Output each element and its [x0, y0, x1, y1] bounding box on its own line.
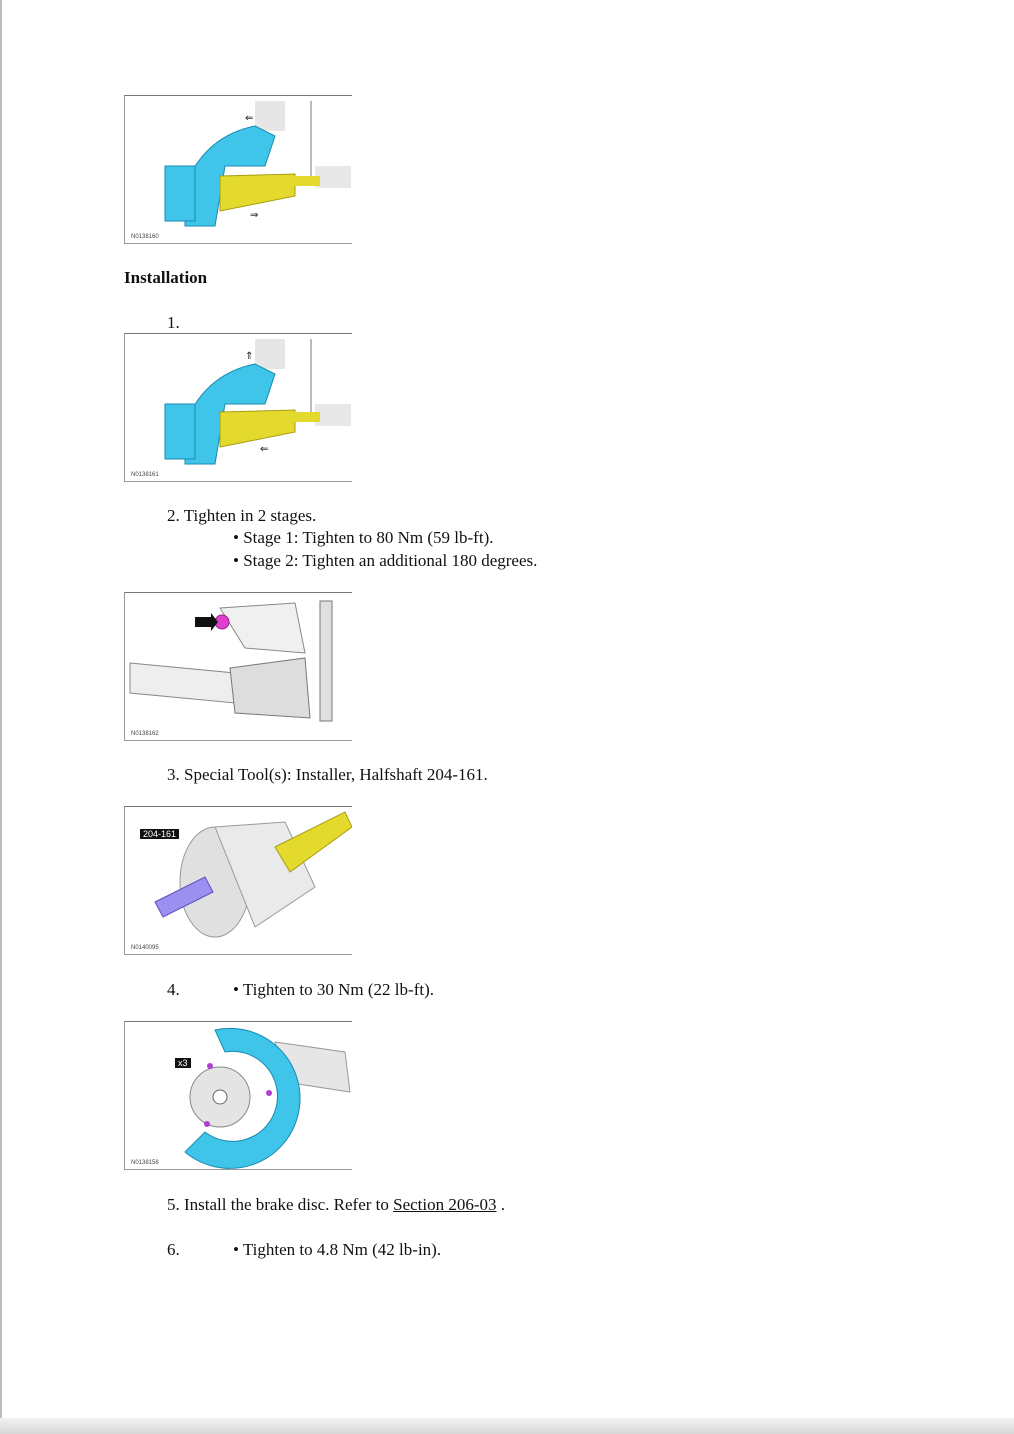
step-2-text: 2. Tighten in 2 stages.: [167, 506, 317, 525]
figure-code: N0138160: [131, 234, 159, 240]
figure-code: N0138158: [131, 1160, 159, 1166]
figure-code: N0138161: [131, 472, 159, 478]
svg-text:⇐: ⇐: [245, 113, 253, 124]
section-heading: Installation: [124, 268, 208, 287]
step-3-text: 3. Special Tool(s): Installer, Halfshaft…: [167, 765, 488, 784]
svg-text:⇒: ⇒: [250, 210, 258, 221]
tool-callout: 204-161: [140, 829, 180, 839]
section-206-03-link[interactable]: Section 206-03: [393, 1195, 497, 1214]
knuckle-illustration: [129, 600, 333, 722]
step-4-bullet-1: • Tighten to 30 Nm (22 lb-ft).: [233, 980, 434, 999]
step-1-number: 1.: [167, 313, 180, 332]
quantity-callout: x3: [175, 1058, 191, 1068]
installer-tool-illustration: [154, 811, 352, 938]
step-2-bullet-1: • Stage 1: Tighten to 80 Nm (59 lb-ft).: [233, 528, 494, 547]
step-5-prefix: 5. Install the brake disc. Refer to: [167, 1195, 394, 1214]
step-5-text: 5. Install the brake disc. Refer to Sect…: [167, 1195, 505, 1215]
figure-halfshaft-removal: ⇐ ⇒ N0138160: [124, 95, 352, 244]
halfshaft-illustration: ⇐ ⇒: [164, 101, 351, 227]
page-border: [0, 0, 2, 1434]
figure-brake-shield: x3 N0138158: [124, 1021, 352, 1170]
step-6-bullet-1: • Tighten to 4.8 Nm (42 lb-in).: [233, 1240, 442, 1259]
svg-text:⇐: ⇐: [260, 444, 268, 455]
page-bottom-edge: [0, 1418, 1014, 1434]
halfshaft-illustration: ⇑ ⇐: [164, 339, 351, 465]
svg-text:⇑: ⇑: [245, 351, 253, 362]
figure-code: N0140095: [131, 945, 159, 951]
figure-code: N0138162: [131, 731, 159, 737]
figure-halfshaft-install: ⇑ ⇐ N0138161: [124, 333, 352, 482]
figure-ball-joint-nut: N0138162: [124, 592, 352, 741]
brake-shield-illustration: [184, 1027, 351, 1169]
step-6-number: 6.: [167, 1240, 180, 1259]
step-2-bullet-2: • Stage 2: Tighten an additional 180 deg…: [233, 551, 538, 570]
figure-special-tool: 204-161 N0140095: [124, 806, 352, 955]
step-4-number: 4.: [167, 980, 180, 999]
step-5-suffix: .: [496, 1195, 506, 1214]
